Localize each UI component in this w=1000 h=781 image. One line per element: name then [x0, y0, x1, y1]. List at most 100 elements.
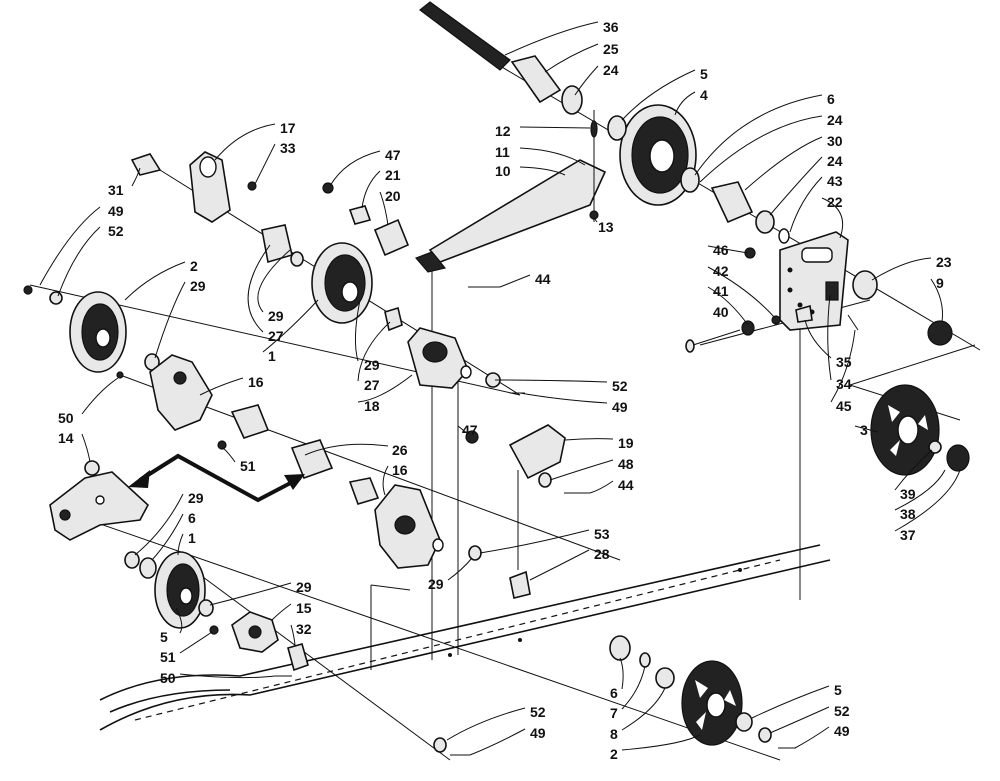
callout-c29b: 29: [268, 308, 284, 324]
callout-c27a: 27: [268, 328, 284, 344]
callout-c6b: 6: [188, 510, 196, 526]
callout-c29e: 29: [428, 576, 444, 592]
callout-c50b: 50: [160, 670, 176, 686]
callout-c49a: 49: [108, 203, 124, 219]
callout-c7: 7: [610, 705, 618, 721]
wheel-1-upper: [261, 224, 403, 332]
wheel-3: [870, 384, 970, 476]
callout-c24a: 24: [603, 62, 619, 78]
callout-c24b: 24: [827, 112, 843, 128]
callout-c49c: 49: [834, 723, 850, 739]
callout-c16a: 16: [248, 374, 264, 390]
wheel-1-lower: [124, 551, 219, 635]
callout-c24c: 24: [827, 153, 843, 169]
bracket-plate-22: [779, 231, 953, 346]
callout-c20: 20: [385, 188, 401, 204]
callout-c9: 9: [936, 275, 944, 291]
callout-c29f: 29: [296, 579, 312, 595]
callout-c45: 45: [836, 398, 852, 414]
callout-c13: 13: [598, 219, 614, 235]
callout-c44a: 44: [535, 271, 551, 287]
callout-c25: 25: [603, 41, 619, 57]
callout-c29c: 29: [364, 357, 380, 373]
callout-c47b: 47: [462, 422, 478, 438]
bracket-18: [407, 327, 525, 394]
callout-c12: 12: [495, 123, 511, 139]
callout-c28: 28: [594, 546, 610, 562]
callout-c52d: 52: [530, 704, 546, 720]
block-19: [465, 424, 590, 494]
callout-c33: 33: [280, 140, 296, 156]
callout-c1a: 1: [268, 348, 276, 364]
callout-c32: 32: [296, 621, 312, 637]
callout-c10: 10: [495, 163, 511, 179]
axle-shaft: [419, 1, 583, 115]
callout-c21: 21: [385, 167, 401, 183]
callout-c46: 46: [713, 242, 729, 258]
callout-c11: 11: [495, 144, 510, 160]
callout-c27b: 27: [364, 377, 380, 393]
block-20: [322, 182, 410, 257]
callout-c41: 41: [713, 283, 729, 299]
callout-c8: 8: [610, 726, 618, 742]
callout-c52b: 52: [612, 378, 628, 394]
callout-c51b: 51: [160, 649, 176, 665]
callout-c14: 14: [58, 430, 74, 446]
spacer-group: [680, 167, 790, 244]
callout-c40: 40: [713, 304, 729, 320]
callout-c48: 48: [618, 456, 634, 472]
callout-c1b: 1: [188, 530, 196, 546]
callout-c39: 39: [900, 486, 916, 502]
callout-c43: 43: [827, 173, 843, 189]
callout-c36: 36: [603, 19, 619, 35]
callout-c52a: 52: [108, 223, 124, 239]
callout-c49b: 49: [612, 399, 628, 415]
callout-c22: 22: [827, 194, 843, 210]
bracket-16-lower: [374, 484, 531, 599]
callout-c30: 30: [827, 133, 843, 149]
callout-c49d: 49: [530, 725, 546, 741]
reference-lines: [370, 268, 976, 670]
callout-c29d: 29: [188, 490, 204, 506]
callout-c37: 37: [900, 527, 916, 543]
callout-c5c: 5: [834, 682, 842, 698]
callout-c5a: 5: [700, 66, 708, 82]
callout-c3: 3: [860, 422, 868, 438]
callout-c2b: 2: [610, 746, 618, 762]
callout-c6a: 6: [827, 91, 835, 107]
pivot-arm-14: [49, 460, 149, 541]
callout-c5b: 5: [160, 629, 168, 645]
callout-c23: 23: [936, 254, 952, 270]
callout-c34: 34: [836, 376, 852, 392]
callout-c15: 15: [296, 600, 312, 616]
callout-c26: 26: [392, 442, 408, 458]
callout-c42: 42: [713, 263, 729, 279]
callout-c38: 38: [900, 506, 916, 522]
idler-wheel-4: [607, 104, 697, 206]
callout-c2a: 2: [190, 258, 198, 274]
callout-c19: 19: [618, 435, 634, 451]
bracket-16-upper: [116, 354, 270, 450]
bracket-17: [130, 151, 257, 223]
callout-c35: 35: [836, 354, 852, 370]
bolt-40: [685, 247, 859, 353]
callout-c52c: 52: [834, 703, 850, 719]
callout-c50a: 50: [58, 410, 74, 426]
wheel-2-lower: [433, 635, 796, 756]
leader-lines: [39, 21, 961, 756]
callout-c16b: 16: [392, 462, 408, 478]
direction-arrow: [128, 453, 305, 503]
callout-c17: 17: [280, 120, 296, 136]
mount-15: [231, 611, 309, 677]
callout-c6c: 6: [610, 685, 618, 701]
callout-c29a: 29: [190, 278, 206, 294]
wheel-2-upper: [23, 285, 160, 373]
callout-c47a: 47: [385, 147, 401, 163]
callout-c4: 4: [700, 87, 708, 103]
callout-c18: 18: [364, 398, 380, 414]
suspension-arm-10: [414, 110, 607, 288]
callout-c51a: 51: [240, 458, 256, 474]
callout-c53: 53: [594, 526, 610, 542]
callout-c31: 31: [108, 182, 124, 198]
